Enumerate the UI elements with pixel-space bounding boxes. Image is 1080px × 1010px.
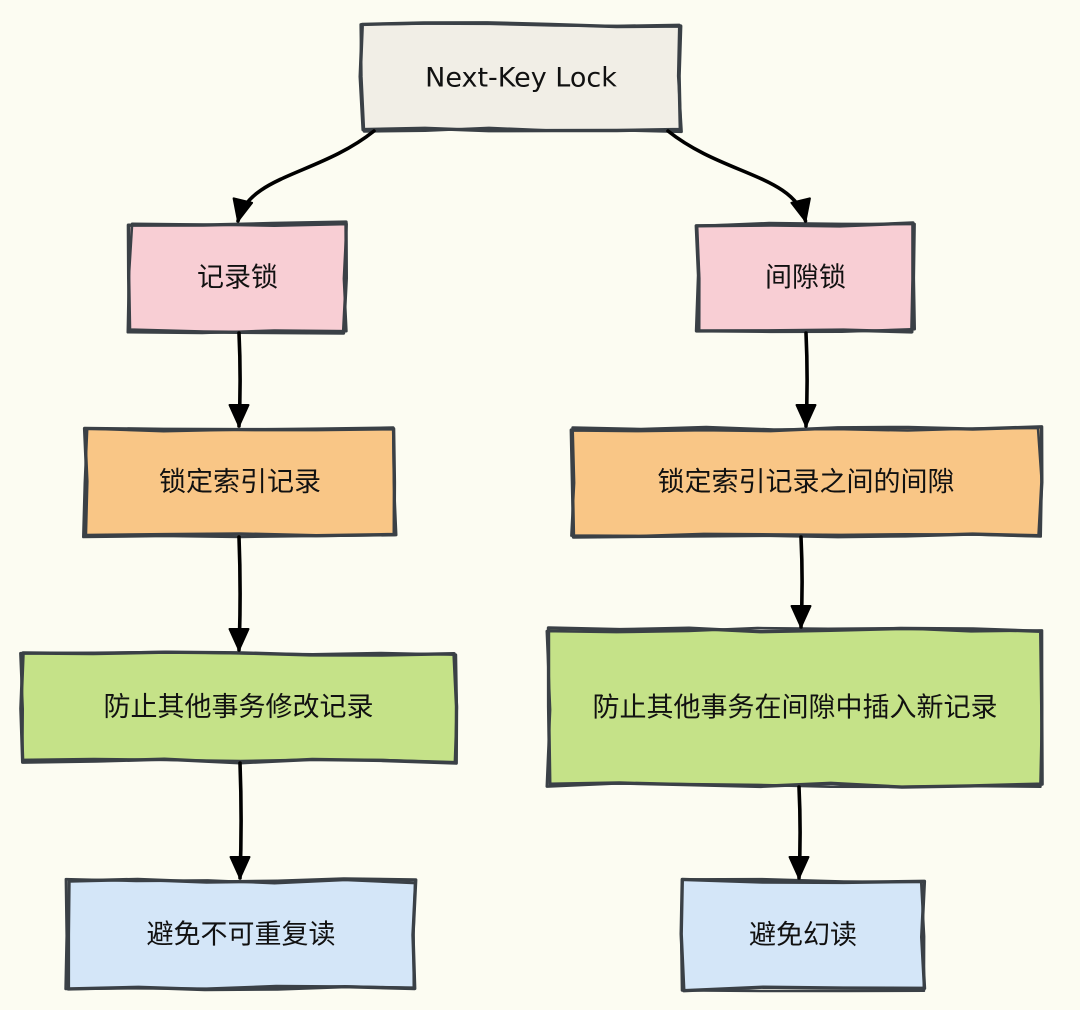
arrowhead-icon: [232, 197, 254, 222]
edge-gap-lock-to-lock-gaps-between-records: [795, 331, 817, 428]
node-box-fill: [681, 879, 925, 991]
edge-prevent-modify-records-to-avoid-non-repeatable-read: [229, 761, 251, 880]
edge-line: [666, 129, 808, 223]
flow-node-avoid-non-repeatable-read: 避免不可重复读: [64, 877, 418, 992]
arrowhead-icon: [228, 404, 250, 427]
flow-node-record-lock: 记录锁: [126, 220, 348, 335]
node-box-outline-sketch: [545, 626, 1044, 789]
node-label: 锁定索引记录: [159, 467, 321, 498]
flow-node-lock-gaps-between-records: 锁定索引记录之间的间隙: [569, 425, 1044, 539]
flow-node-gap-lock: 间隙锁: [694, 221, 916, 334]
node-box-outline-sketch: [359, 22, 683, 134]
node-label: 记录锁: [197, 263, 278, 294]
node-box-outline-sketch: [679, 877, 926, 993]
node-box-fill: [571, 426, 1042, 538]
node-label: 避免幻读: [749, 920, 857, 951]
node-box-fill: [128, 222, 347, 333]
flow-node-avoid-phantom-read: 避免幻读: [679, 877, 927, 993]
edge-line: [236, 129, 376, 223]
node-label: 间隙锁: [765, 263, 846, 294]
edge-prevent-insert-in-gaps-to-avoid-phantom-read: [788, 785, 810, 880]
node-label: 锁定索引记录之间的间隙: [658, 467, 955, 498]
node-box-fill: [548, 628, 1043, 788]
arrowhead-icon: [788, 856, 810, 879]
node-box-fill: [84, 428, 395, 536]
arrowhead-icon: [795, 404, 817, 427]
node-label: 避免不可重复读: [147, 920, 336, 951]
node-box-outline-sketch: [570, 425, 1043, 538]
edge-lock-index-records-to-prevent-modify-records: [228, 535, 250, 652]
node-box-outline-sketch: [64, 877, 417, 991]
node-box-fill: [696, 223, 913, 332]
flow-node-prevent-insert-in-gaps: 防止其他事务在间隙中插入新记录: [545, 626, 1044, 789]
flow-node-prevent-modify-records: 防止其他事务修改记录: [19, 650, 459, 765]
node-label: Next-Key Lock: [425, 63, 617, 94]
node-box-outline-sketch: [82, 426, 398, 539]
node-box-outline-sketch: [695, 221, 916, 334]
arrowhead-icon: [228, 628, 250, 651]
flow-node-root: Next-Key Lock: [358, 21, 683, 134]
node-label: 防止其他事务在间隙中插入新记录: [593, 693, 998, 724]
node-box-outline: [694, 221, 915, 334]
edge-record-lock-to-lock-index-records: [228, 331, 250, 428]
edge-root-to-gap-lock: [666, 129, 811, 223]
node-box-outline-sketch: [19, 650, 459, 764]
node-box-fill: [360, 22, 681, 131]
arrowhead-icon: [229, 856, 251, 879]
edge-lock-gaps-between-records-to-prevent-insert-in-gaps: [790, 535, 812, 629]
arrowhead-icon: [790, 605, 812, 628]
arrowhead-icon: [790, 197, 811, 222]
node-box-fill: [20, 652, 457, 764]
flow-node-lock-index-records: 锁定索引记录: [82, 426, 398, 539]
node-label: 防止其他事务修改记录: [104, 692, 374, 723]
node-box-outline-sketch: [126, 222, 348, 335]
node-box-fill: [68, 879, 416, 990]
edge-root-to-record-lock: [232, 129, 376, 223]
